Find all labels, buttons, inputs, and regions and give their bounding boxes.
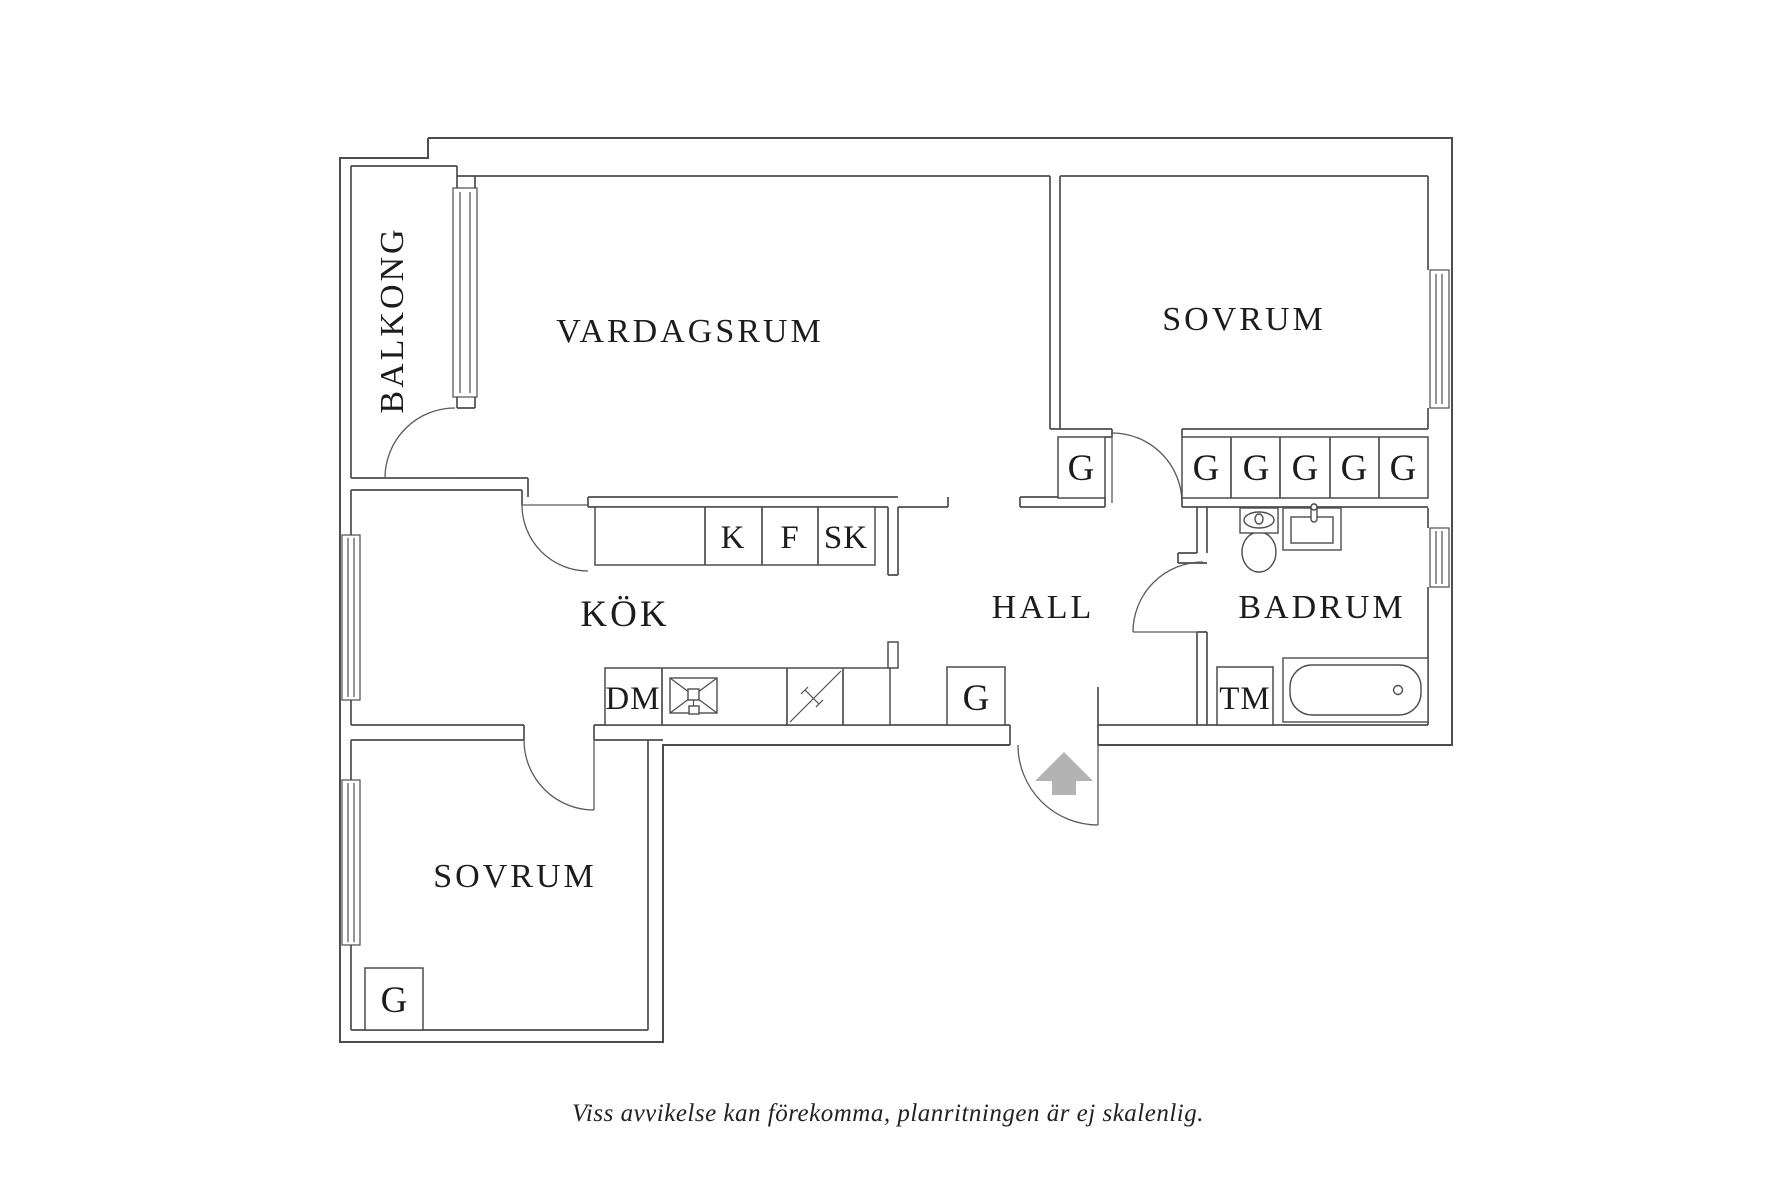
wardrobe-label: G — [1193, 448, 1220, 489]
wardrobe-bedroom1-left: G — [1057, 436, 1106, 499]
kitchen-upper-cabinets: K F SK — [594, 506, 876, 566]
washing-machine-label: TM — [1219, 681, 1271, 717]
wardrobe-bedroom1-row: G G G G G — [1181, 436, 1429, 499]
room-labels: BALKONG VARDAGSRUM SOVRUM KÖK HALL BADRU… — [374, 226, 1405, 895]
bedroom2-window-icon — [341, 779, 361, 946]
room-label-kok: KÖK — [580, 594, 669, 635]
doors — [384, 407, 1204, 826]
stove-icon — [789, 670, 842, 723]
room-label-sovrum-1: SOVRUM — [1162, 301, 1325, 338]
wardrobe-bedroom2: G — [364, 967, 424, 1031]
washing-machine: TM — [1216, 666, 1274, 726]
disclaimer-text: Viss avvikelse kan förekomma, planritnin… — [572, 1100, 1204, 1127]
balcony-door-icon — [384, 407, 456, 479]
room-label-badrum: BADRUM — [1238, 589, 1405, 626]
bathtub-icon — [1282, 657, 1429, 723]
windows — [341, 187, 1450, 946]
wardrobe-label: G — [1390, 448, 1417, 489]
cabinet-label-f: F — [780, 520, 799, 556]
room-label-hall: HALL — [992, 589, 1095, 626]
wardrobe-label: G — [1068, 448, 1095, 489]
bedroom2-door-icon — [523, 739, 595, 811]
dishwasher-label: DM — [605, 681, 660, 717]
cabinet-label-sk: SK — [824, 520, 868, 556]
exterior-walls — [339, 137, 1453, 1043]
bathroom-window-icon — [1429, 527, 1450, 588]
toilet-icon — [1239, 507, 1279, 573]
entry-door-icon — [1017, 744, 1099, 826]
bathroom-door-icon — [1132, 561, 1204, 633]
room-label-balkong: BALKONG — [374, 226, 411, 413]
cabinet-label-k: K — [721, 520, 746, 556]
room-label-vardagsrum: VARDAGSRUM — [556, 313, 823, 350]
wardrobe-label: G — [1341, 448, 1368, 489]
wardrobe-label: G — [1292, 448, 1319, 489]
wardrobe-label: G — [963, 678, 990, 719]
kitchen-lower-counter: DM — [604, 641, 899, 726]
wardrobe-label: G — [381, 980, 408, 1021]
room-label-sovrum-2: SOVRUM — [433, 858, 596, 895]
balcony-window-icon — [452, 187, 478, 398]
kitchen-window-icon — [341, 534, 361, 701]
wardrobe-hall: G — [946, 666, 1006, 726]
bathroom-sink-icon — [1282, 503, 1342, 551]
wardrobe-label: G — [1243, 448, 1270, 489]
kitchen-sink-icon — [669, 677, 718, 715]
bedroom1-door-icon — [1111, 432, 1183, 504]
kitchen-door-icon — [521, 504, 589, 572]
bedroom1-window-icon — [1429, 269, 1450, 409]
interior-walls — [350, 165, 1429, 1031]
entry-arrow-icon — [1035, 752, 1093, 795]
wall-pillar — [887, 641, 899, 669]
